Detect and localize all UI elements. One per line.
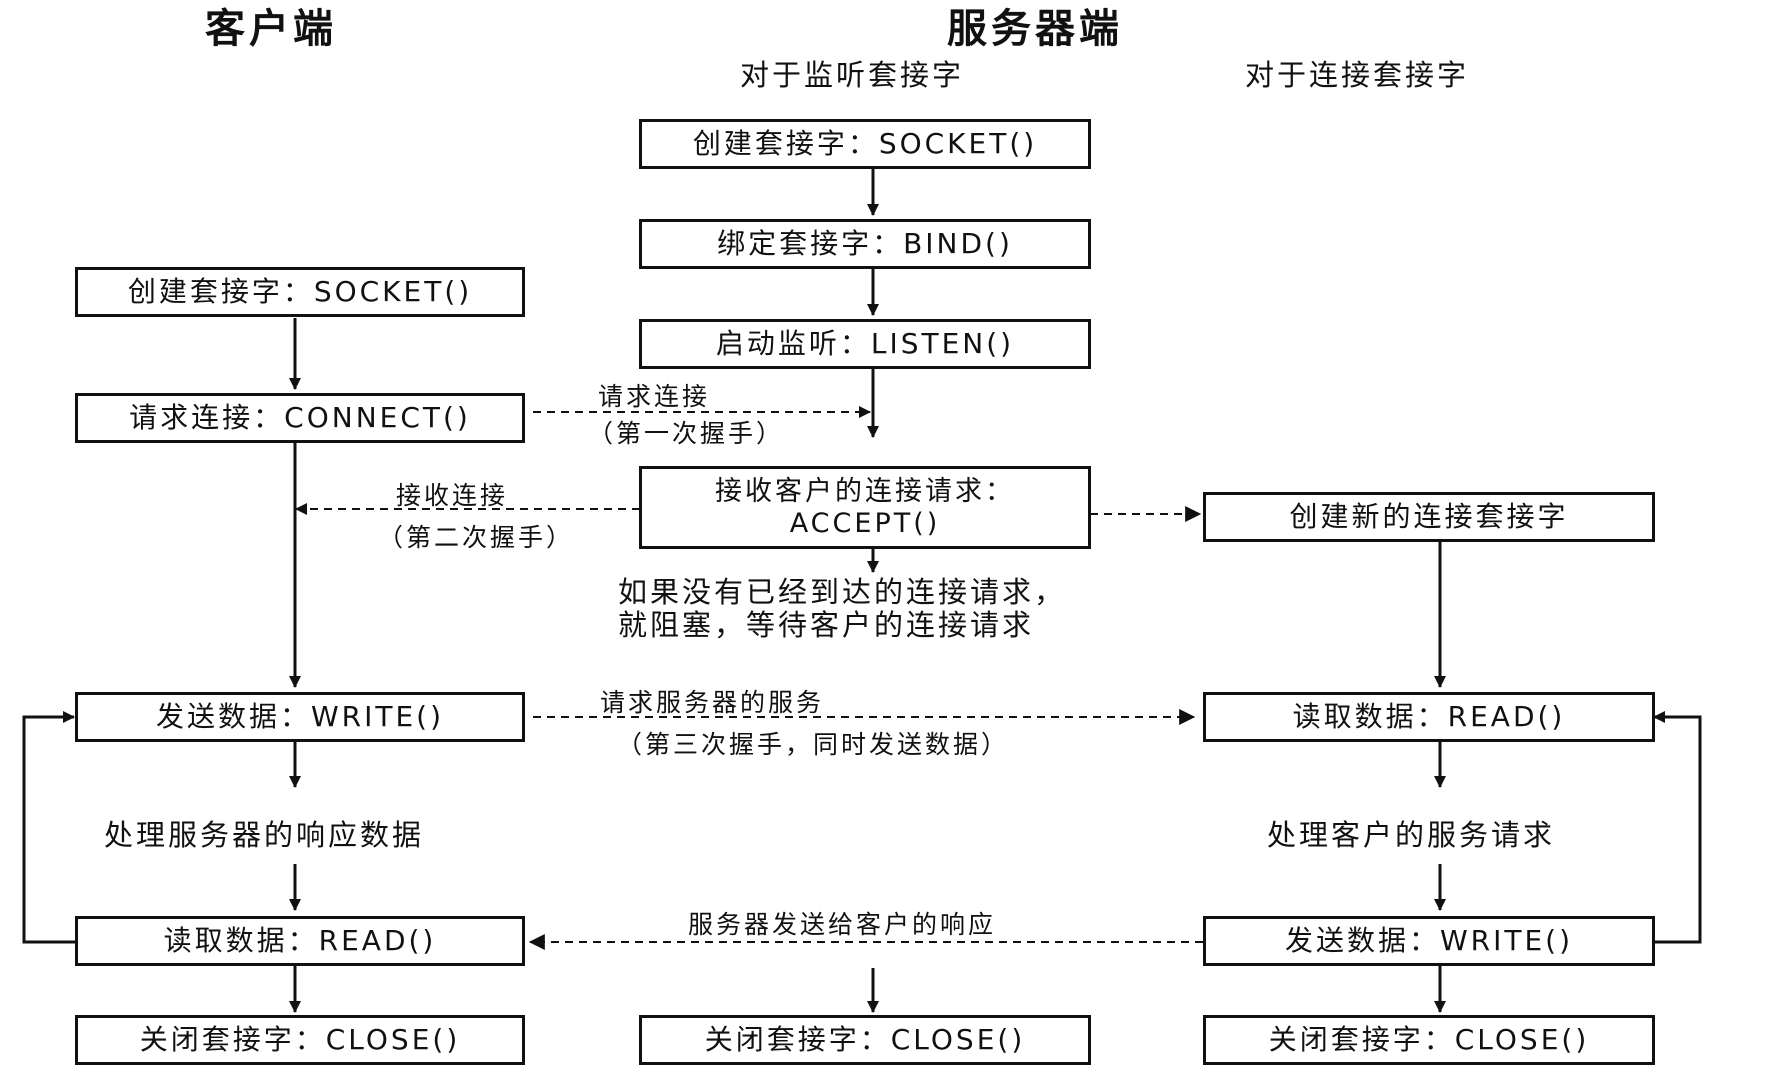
client-connect-box: 请求连接：CONNECT(): [75, 393, 525, 443]
new-conn-socket-label: 创建新的连接套接字: [1289, 500, 1569, 533]
server-listen-box: 启动监听：LISTEN(): [639, 319, 1091, 369]
client-connect-label: 请求连接：CONNECT(): [129, 401, 471, 434]
client-process-note: 处理服务器的响应数据: [104, 818, 425, 852]
client-write-label: 发送数据：WRITE(): [155, 700, 445, 733]
service-request-label: 请求服务器的服务: [600, 688, 825, 717]
conn-socket-heading: 对于连接套接字: [1245, 58, 1470, 92]
conn-close-label: 关闭套接字：CLOSE(): [1268, 1023, 1590, 1056]
server-socket-label: 创建套接字：SOCKET(): [692, 127, 1038, 160]
service-request-sublabel: （第三次握手，同时发送数据）: [617, 730, 1010, 759]
conn-read-label: 读取数据：READ(): [1292, 700, 1566, 733]
loop-read-to-write: [22, 711, 75, 944]
server-heading: 服务器端: [947, 6, 1123, 52]
server-socket-box: 创建套接字：SOCKET(): [639, 119, 1091, 169]
server-accept-label-line1: 接收客户的连接请求：: [715, 475, 1015, 507]
handshake2-label: 接收连接: [396, 481, 509, 510]
server-bind-label: 绑定套接字：BIND(): [717, 227, 1013, 260]
loop-write-to-read: [1653, 711, 1702, 944]
server-close-box: 关闭套接字：CLOSE(): [639, 1015, 1091, 1065]
client-write-box: 发送数据：WRITE(): [75, 692, 525, 742]
client-read-box: 读取数据：READ(): [75, 916, 525, 966]
conn-write-label: 发送数据：WRITE(): [1284, 924, 1574, 957]
client-close-label: 关闭套接字：CLOSE(): [139, 1023, 461, 1056]
listen-socket-heading: 对于监听套接字: [740, 58, 965, 92]
new-conn-socket-box: 创建新的连接套接字: [1203, 492, 1655, 542]
conn-write-box: 发送数据：WRITE(): [1203, 916, 1655, 966]
client-heading: 客户端: [205, 6, 337, 52]
conn-read-box: 读取数据：READ(): [1203, 692, 1655, 742]
client-read-label: 读取数据：READ(): [163, 924, 437, 957]
blocking-note-line2: 就阻塞，等待客户的连接请求: [618, 608, 1035, 642]
handshake2-sublabel: （第二次握手）: [378, 523, 575, 552]
blocking-note-line1: 如果没有已经到达的连接请求，: [618, 575, 1067, 609]
conn-process-note: 处理客户的服务请求: [1267, 818, 1556, 852]
server-response-label: 服务器发送给客户的响应: [688, 910, 997, 939]
server-listen-label: 启动监听：LISTEN(): [715, 327, 1015, 360]
client-socket-box: 创建套接字：SOCKET(): [75, 267, 525, 317]
server-close-label: 关闭套接字：CLOSE(): [704, 1023, 1026, 1056]
handshake1-label: 请求连接: [598, 382, 711, 411]
blocking-note: 如果没有已经到达的连接请求， 就阻塞，等待客户的连接请求: [618, 576, 1066, 642]
handshake1-sublabel: （第一次握手）: [588, 419, 785, 448]
client-socket-label: 创建套接字：SOCKET(): [127, 275, 473, 308]
client-close-box: 关闭套接字：CLOSE(): [75, 1015, 525, 1065]
conn-close-box: 关闭套接字：CLOSE(): [1203, 1015, 1655, 1065]
server-accept-label-line2: ACCEPT(): [789, 507, 941, 539]
server-accept-box: 接收客户的连接请求： ACCEPT(): [639, 466, 1091, 549]
server-bind-box: 绑定套接字：BIND(): [639, 219, 1091, 269]
